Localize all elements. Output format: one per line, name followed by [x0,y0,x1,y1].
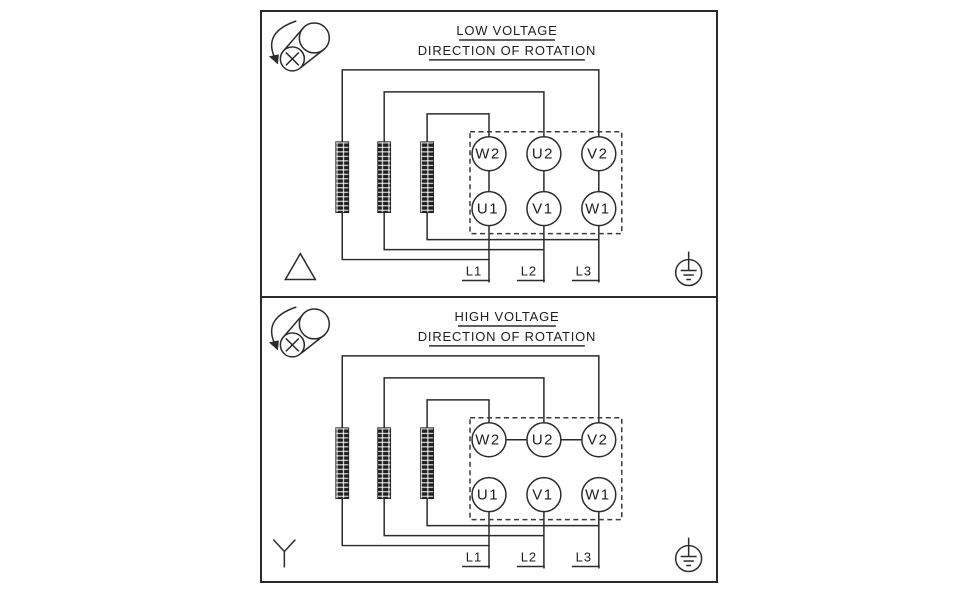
terminal-u2 [526,421,562,457]
supply-line-labels: L1 L2 L3 [462,549,600,567]
terminal-u1 [471,190,507,227]
terminal-label: V1 [532,201,553,218]
jumper-bar [420,141,434,214]
terminal-label: U1 [477,486,499,503]
supply-line-label: L3 [576,264,592,279]
panel-high-voltage: HIGH VOLTAGE DIRECTION OF ROTATION [262,295,716,582]
terminal-v1 [526,476,562,512]
terminal-v2 [581,136,617,172]
delta-icon [284,252,317,281]
terminal-label: V1 [532,486,553,503]
terminal-u2 [526,136,562,172]
terminal-w1 [581,476,617,512]
ground-icon [674,251,703,287]
shaft-icon [279,22,331,72]
supply-line-label: L3 [576,549,592,564]
terminal-label: U2 [532,431,554,448]
terminal-label: W2 [475,146,500,163]
jumper-bar [335,426,350,499]
terminals: W2 U2 V2 U1 V1 W1 [471,136,617,227]
jumper-bar [377,141,392,214]
rotation-arrow-icon [268,20,297,65]
wiring [341,354,600,569]
supply-line-label: L1 [466,549,482,564]
terminal-w2 [471,136,507,172]
terminal-w1 [581,190,617,227]
terminal-v1 [526,190,562,227]
wiring [341,69,600,283]
terminal-label: U2 [532,146,554,163]
delta-link-wires [488,170,600,192]
ground-icon [674,537,703,572]
terminal-label: V2 [587,431,608,448]
supply-line-labels: L1 L2 L3 [462,264,600,282]
jumper-bars [335,426,434,499]
terminal-label: U1 [477,201,499,218]
panel-subtitle: DIRECTION OF ROTATION [418,328,596,343]
supply-line-label: L1 [466,264,482,279]
supply-line-label: L2 [521,264,537,279]
panel-title: HIGH VOLTAGE [454,308,559,323]
jumper-bar [335,141,350,214]
terminal-u1 [471,476,507,512]
panel-subtitle: DIRECTION OF ROTATION [418,43,596,58]
terminal-label: W2 [475,431,500,448]
terminal-v2 [581,421,617,457]
supply-drop-wires [488,225,600,283]
jumper-bar [420,426,434,499]
terminal-label: W1 [585,486,610,503]
wye-icon [272,538,296,568]
rotation-arrow-icon [268,305,297,350]
panel-title-group: LOW VOLTAGE DIRECTION OF ROTATION [418,23,596,61]
panel-title: LOW VOLTAGE [456,23,557,38]
shaft-icon [279,307,331,358]
supply-drop-wires [488,511,600,569]
terminal-w2 [471,421,507,457]
jumper-bars [335,141,434,214]
supply-line-label: L2 [521,549,537,564]
terminal-label: V2 [587,146,608,163]
wiring-diagram-frame: LOW VOLTAGE DIRECTION OF ROTATION [260,10,718,583]
panel-title-group: HIGH VOLTAGE DIRECTION OF ROTATION [418,308,596,347]
panel-low-voltage: LOW VOLTAGE DIRECTION OF ROTATION [262,12,716,296]
jumper-bar [377,426,392,499]
terminals: W2 U2 V2 U1 V1 W1 [471,421,617,512]
terminal-label: W1 [585,201,610,218]
